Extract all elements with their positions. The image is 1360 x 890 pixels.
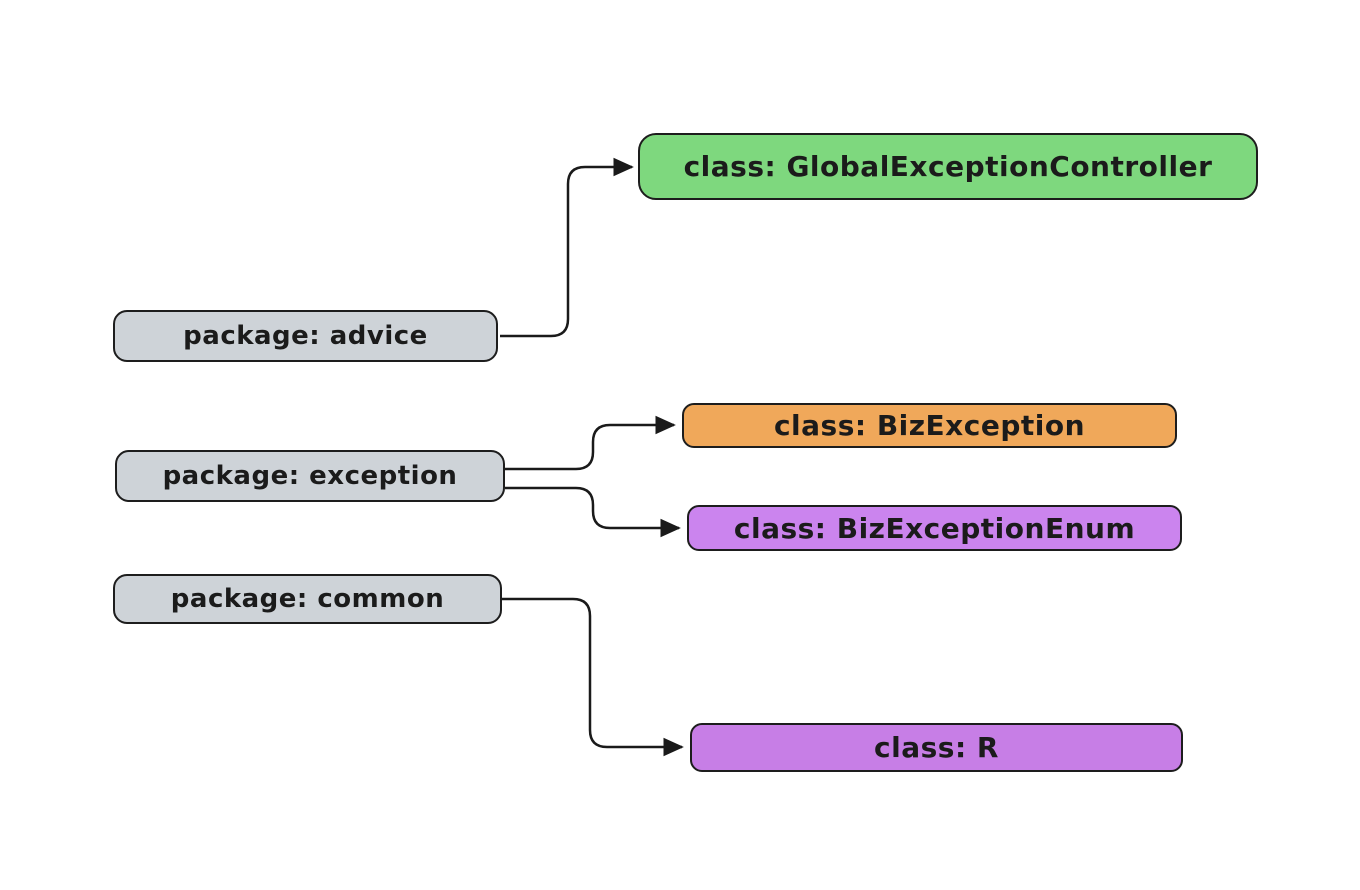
edge-exception-to-bizexceptionenum bbox=[505, 486, 681, 538]
node-package-exception: package: exception bbox=[115, 450, 505, 502]
edge-advice-to-globalexceptioncontroller bbox=[500, 157, 634, 338]
node-label: class: GlobalExceptionController bbox=[683, 150, 1213, 183]
edge-common-to-r bbox=[502, 597, 684, 757]
edge-exception-to-bizexception bbox=[505, 415, 676, 471]
node-label: class: BizExceptionEnum bbox=[733, 511, 1136, 545]
node-label: class: R bbox=[874, 731, 999, 764]
node-label: package: advice bbox=[183, 321, 428, 351]
node-package-common: package: common bbox=[113, 574, 502, 624]
node-label: package: common bbox=[170, 584, 445, 614]
node-package-advice: package: advice bbox=[113, 310, 498, 362]
node-label: package: exception bbox=[162, 461, 458, 491]
node-class-globalexceptioncontroller: class: GlobalExceptionController bbox=[638, 133, 1258, 200]
node-class-bizexceptionenum: class: BizExceptionEnum bbox=[687, 505, 1182, 551]
node-class-r: class: R bbox=[690, 723, 1183, 772]
node-label: class: BizException bbox=[773, 409, 1086, 442]
node-class-bizexception: class: BizException bbox=[682, 403, 1177, 448]
